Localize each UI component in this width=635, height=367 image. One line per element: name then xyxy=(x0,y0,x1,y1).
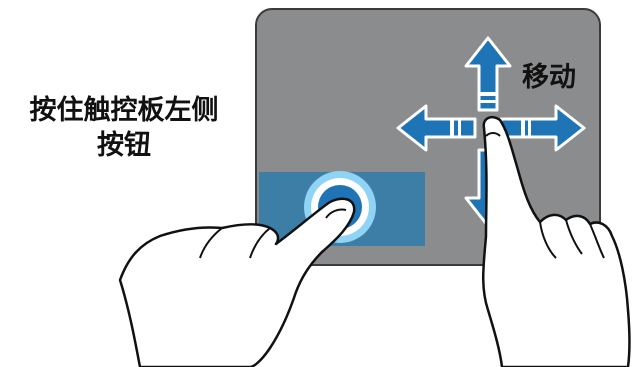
right-hand-icon xyxy=(481,116,631,367)
arrow-up-icon xyxy=(464,36,512,112)
left-button-caption-line2: 按钮 xyxy=(97,130,151,161)
left-hand-icon xyxy=(118,197,356,367)
arrow-left-icon xyxy=(396,104,477,152)
left-button-caption: 按住触控板左侧 按钮 xyxy=(4,93,244,163)
arrow-dash-marks xyxy=(450,92,531,137)
move-caption: 移动 xyxy=(522,62,576,93)
left-button-caption-line1: 按住触控板左侧 xyxy=(29,95,219,126)
